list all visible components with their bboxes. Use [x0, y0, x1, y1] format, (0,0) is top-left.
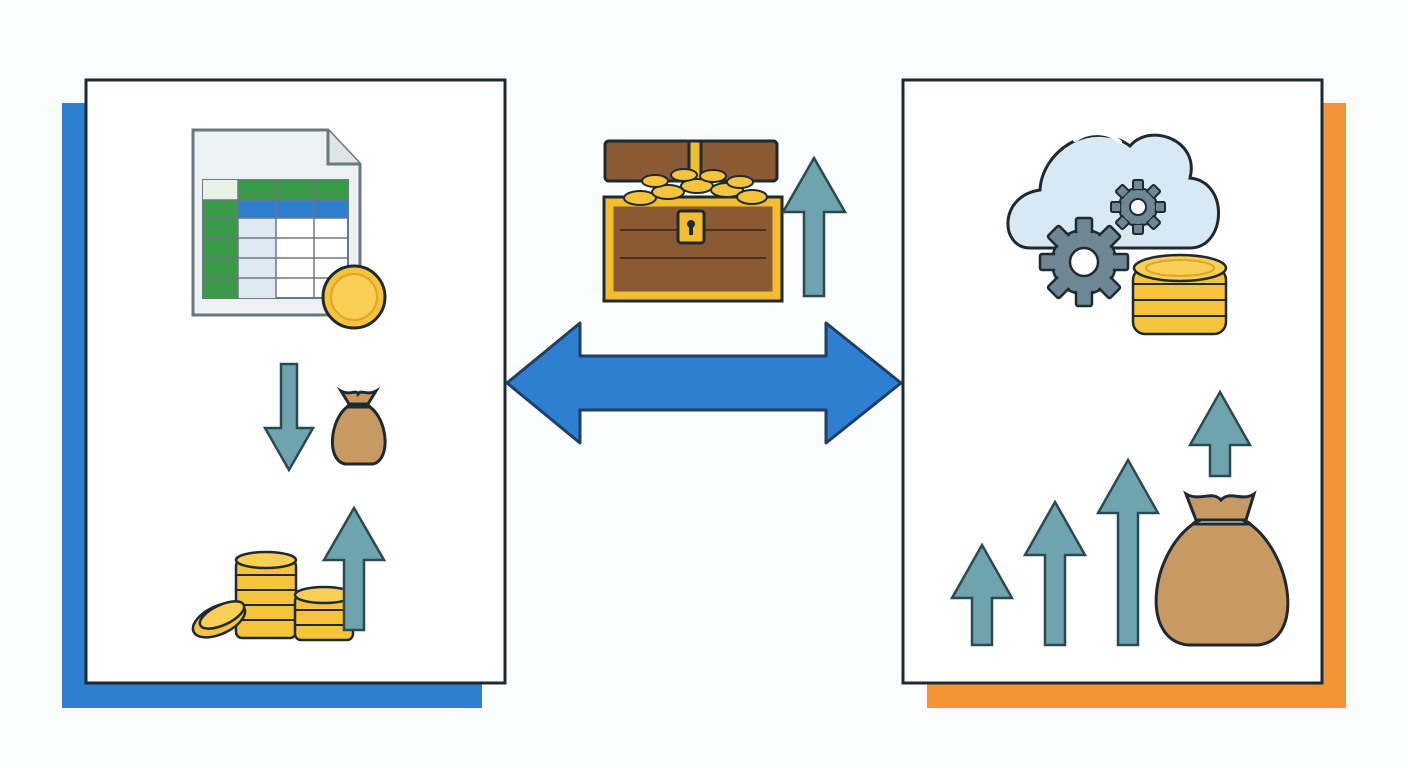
money-bag-icon — [331, 386, 387, 466]
center-group — [505, 139, 903, 445]
up-arrow-icon — [780, 155, 848, 298]
spreadsheet-icon — [191, 128, 362, 317]
up-arrow-icon — [321, 505, 387, 632]
double-headed-arrow-icon — [505, 321, 903, 445]
right-panel — [901, 78, 1346, 708]
money-bag-icon — [1154, 490, 1290, 647]
up-arrow-icon — [949, 542, 1015, 647]
up-arrow-icon — [1022, 499, 1088, 647]
down-arrow-icon — [262, 362, 316, 473]
gear-icon — [1038, 216, 1130, 308]
gear-icon — [1110, 179, 1166, 235]
cloud-icon — [1006, 131, 1220, 250]
up-arrow-icon — [1187, 389, 1253, 478]
treasure-chest-icon — [602, 139, 784, 303]
coin-icon — [321, 264, 387, 330]
up-arrow-icon — [1095, 457, 1161, 647]
left-panel — [62, 78, 507, 708]
coin-stack-icon — [1131, 253, 1228, 336]
coin-stacks-icon — [191, 550, 355, 642]
